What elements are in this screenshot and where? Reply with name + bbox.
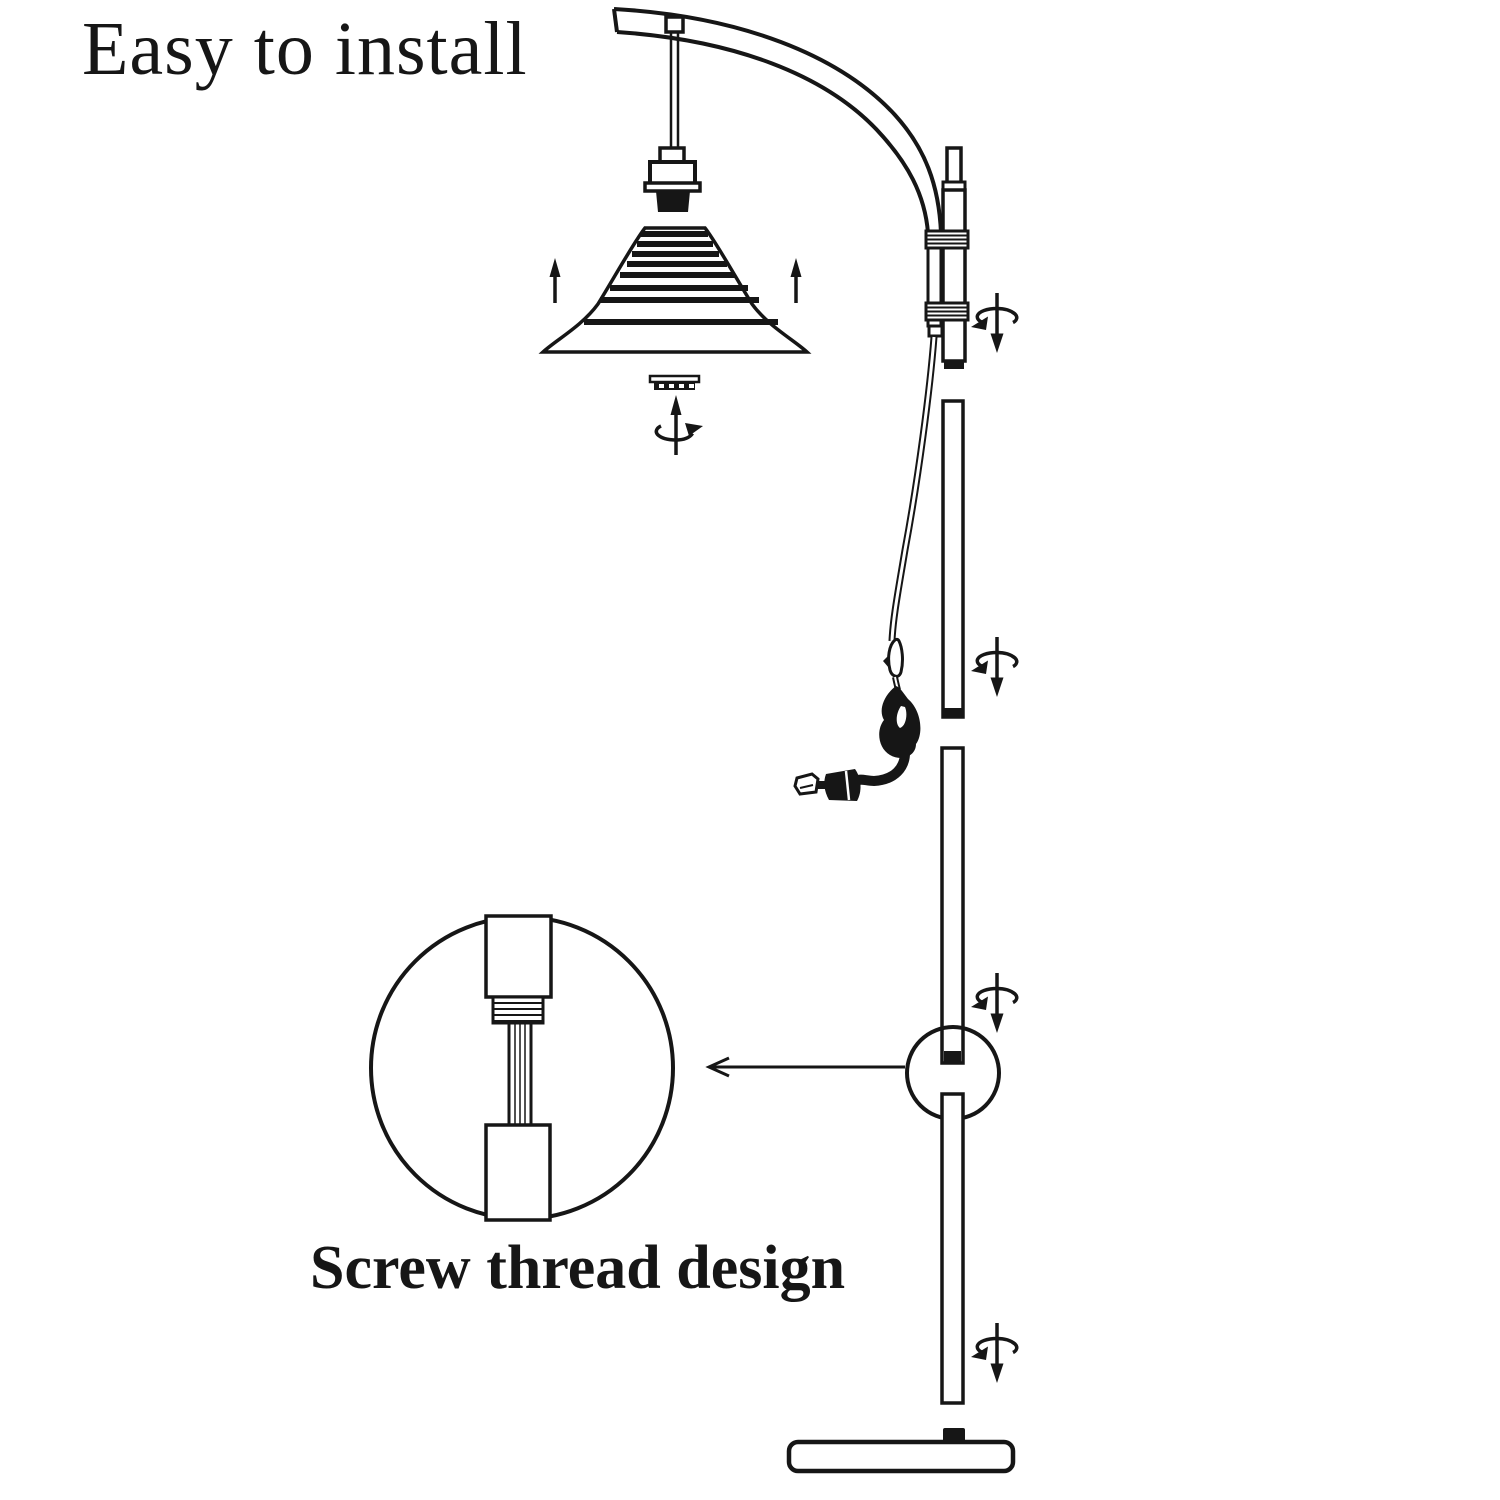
lamp-base <box>786 1428 1016 1474</box>
lamp-shade <box>538 226 812 354</box>
pole-segment-3 <box>940 746 965 1065</box>
pole-segment-4 <box>940 1092 965 1405</box>
magnifier-lower-tube <box>484 1123 552 1222</box>
shade-retainer-ring <box>648 374 701 390</box>
arc-arm <box>612 7 943 234</box>
lamp-socket <box>643 146 702 212</box>
plug-body <box>824 769 861 801</box>
screw-thread-caption: Screw thread design <box>310 1234 846 1302</box>
base-connector-stub <box>943 1428 965 1443</box>
page-title: Easy to install <box>82 7 528 91</box>
rotate-arrow-2 <box>969 635 1019 699</box>
up-arrow-left <box>547 256 563 305</box>
pointer-arrow <box>705 1056 905 1078</box>
base-plate <box>786 1439 1016 1474</box>
rotate-arrow-4 <box>969 1321 1019 1385</box>
screw-thread-magnifier <box>369 914 675 1222</box>
clamp-band-lower <box>924 301 970 322</box>
hanger-rod <box>664 15 685 149</box>
clamp-band-upper <box>924 229 970 250</box>
pole-segment-2 <box>941 399 965 719</box>
cord-switch <box>883 637 904 678</box>
plug-prongs <box>793 772 820 796</box>
up-arrow-right <box>788 256 804 305</box>
rotate-arrow-3 <box>969 971 1019 1035</box>
rotate-arrow-1 <box>969 291 1019 355</box>
magnifier-threaded-rod <box>507 1021 533 1127</box>
magnifier-thread-collar <box>491 995 545 1025</box>
power-cord <box>793 336 938 801</box>
cord-knot <box>879 686 921 758</box>
retainer-rotate-arrow <box>654 395 703 455</box>
upper-pole-section <box>924 146 970 369</box>
magnifier-upper-tube <box>484 914 553 999</box>
